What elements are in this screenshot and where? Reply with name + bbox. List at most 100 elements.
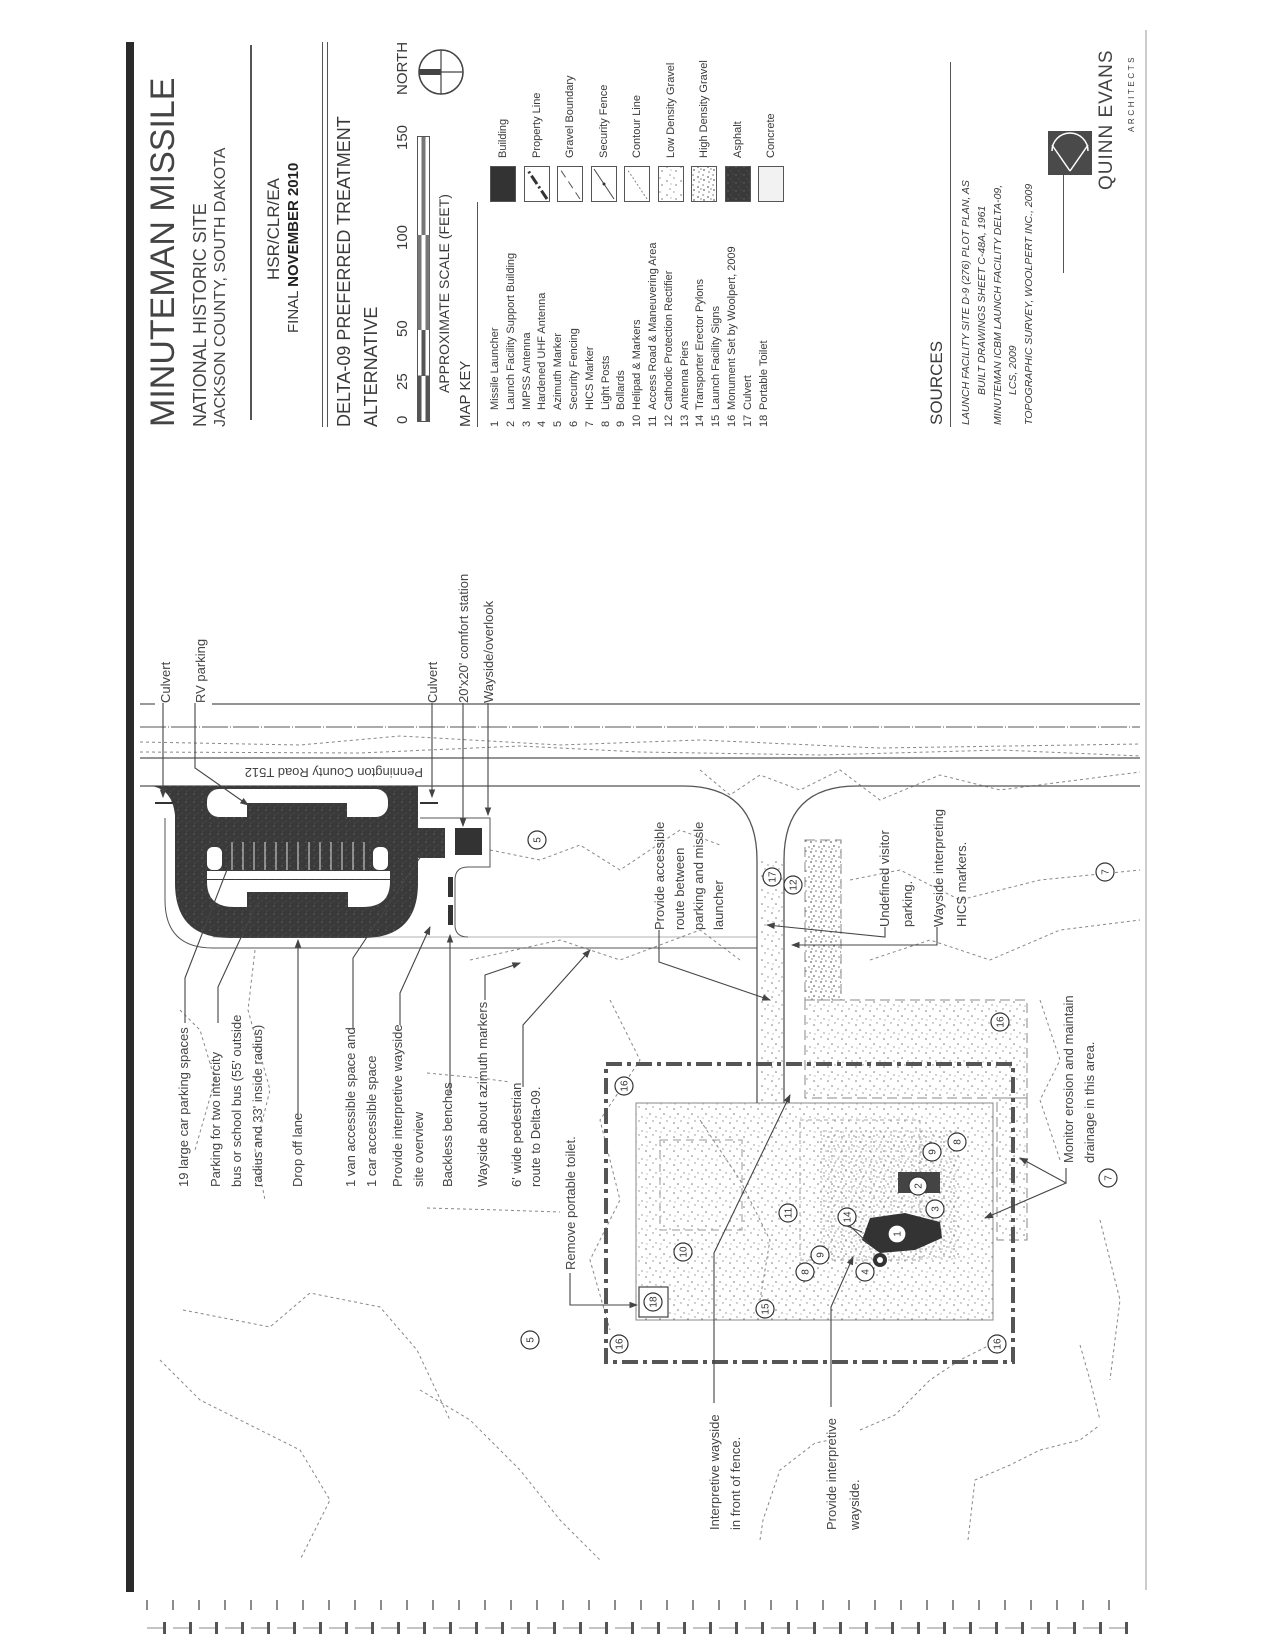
map-key-label: Culvert [741, 375, 754, 410]
marker-circle [1095, 862, 1115, 882]
marker-label: 1 [893, 1231, 904, 1237]
map-key-number: 13 [678, 414, 691, 427]
legend-label: Property Line [530, 92, 543, 158]
map-marker-7: 7 [1098, 1168, 1118, 1188]
map-marker-8: 8 [947, 1132, 967, 1152]
annotation-line: Parking for two intercity [208, 1051, 223, 1187]
marker-label: 9 [928, 1149, 939, 1155]
annotation-line: Interpretive wayside [707, 1414, 722, 1530]
annotation-line: Wayside interpreting [931, 808, 946, 927]
map-marker-9: 9 [810, 1245, 830, 1265]
map-key-item: 13Antenna Piers [678, 242, 694, 427]
north-label: NORTH [394, 41, 411, 95]
annotation-line: radius and 33' inside radius) [250, 1024, 265, 1187]
binder-tick [683, 1622, 686, 1634]
map-marker-8: 8 [795, 1262, 815, 1282]
annotation-line: HICS markers. [954, 841, 969, 927]
legend-item-building: Building [490, 58, 516, 202]
annotation-line: wayside. [847, 1479, 862, 1530]
sources-list: LAUNCH FACILITY SITE D-9 (276) PLOT PLAN… [959, 180, 1038, 425]
binder-tick [163, 1622, 166, 1634]
document-date: FINAL NOVEMBER 2010 [285, 163, 302, 333]
map-key-label: Bollards [615, 370, 628, 410]
scale-label: APPROXIMATE SCALE (FEET) [436, 194, 452, 393]
annotation-visitor-parking: Undefined visitor parking. [873, 830, 919, 927]
firm-logo-icon [1048, 131, 1092, 175]
binder-tick [475, 1622, 478, 1634]
annotation-accessible-spaces: 1 van accessible space and 1 car accessi… [340, 1027, 382, 1187]
marker-circle [925, 1199, 945, 1219]
marker-circle [778, 1203, 798, 1223]
annotation-line: 6' wide pedestrian [509, 1082, 524, 1187]
map-marker-10: 10 [673, 1242, 693, 1262]
map-key-item: 6Security Fencing [567, 242, 583, 427]
annotation-accessible-route: Provide accessible route between parking… [650, 822, 728, 930]
contour-lines [139, 735, 1141, 1561]
annotation-large-car-parking: 19 large car parking spaces [176, 1027, 191, 1187]
binder-tick [397, 1622, 400, 1634]
marker-circle [614, 1076, 634, 1096]
binder-tick [449, 1622, 452, 1634]
divider [477, 202, 478, 427]
map-key-item: 15Launch Facility Signs [709, 242, 725, 427]
marker-label: 18 [649, 1296, 660, 1308]
binder-tick [735, 1622, 738, 1634]
binder-tick [501, 1622, 504, 1634]
legend-label: Low Density Gravel [664, 62, 677, 158]
binder-tick [189, 1622, 192, 1634]
annotation-bus-parking: Parking for two intercity bus or school … [205, 1015, 268, 1187]
annotation-azimuth-wayside: Wayside about azimuth markers [475, 1001, 490, 1187]
map-key-label: IMPSS Antenna [520, 332, 533, 410]
map-key-number: 3 [520, 420, 533, 427]
map-key-number: 17 [741, 414, 754, 427]
site-subtitle: NATIONAL HISTORIC SITE [190, 203, 210, 427]
map-marker-16: 16 [990, 1012, 1010, 1032]
divider [1063, 175, 1064, 273]
map-marker-16: 16 [609, 1334, 629, 1354]
leader-lines [159, 703, 1067, 1407]
map-key-number: 5 [552, 420, 565, 427]
building-swatch-icon [490, 166, 516, 202]
map-key-item: 3 IMPSS Antenna [520, 242, 536, 427]
map-key-item: 9Bollards [614, 242, 630, 427]
north-arrow-icon [418, 49, 464, 95]
comfort-station [455, 828, 482, 855]
map-key-item: 14Transporter Erector Pylons [693, 242, 709, 427]
binder-tick [215, 1622, 218, 1634]
binder-tick [943, 1622, 946, 1634]
map-key-number: 8 [599, 420, 612, 427]
binder-tick [995, 1622, 998, 1634]
annotation-remove-toilet: Remove portable toilet. [563, 1136, 578, 1270]
frame-left-bar [126, 42, 134, 1592]
map-key-label: Helipad & Markers [631, 319, 644, 410]
map-key-item: 7HICS Marker [583, 242, 599, 427]
marker-circle [837, 1207, 857, 1227]
marker-circle [783, 875, 803, 895]
map-key-item: 8Light Posts [599, 242, 615, 427]
binder-tick [423, 1622, 426, 1634]
scale-tick: 100 [394, 224, 411, 250]
map-key-number: 11 [646, 415, 659, 427]
marker-label: 16 [615, 1338, 626, 1350]
marker-label: 15 [761, 1303, 772, 1315]
map-key-label: Monument Set by Woolpert, 2009 [725, 246, 738, 410]
map-marker-9: 9 [922, 1142, 942, 1162]
legend-label: Building [497, 118, 509, 158]
scale-tick: 150 [394, 124, 411, 150]
firm-subtitle: ARCHITECTS [1127, 54, 1136, 132]
marker-circle [990, 1012, 1010, 1032]
annotation-line: launcher [710, 880, 726, 930]
marker-circle [520, 1330, 540, 1350]
map-key-item: 12Cathodic Protection Rectifier [662, 242, 678, 427]
binder-marks [146, 1600, 1128, 1634]
road-label: Pennington County Road T512 [244, 765, 423, 780]
source-line: MINUTEMAN ICBM LAUNCH FACILITY DELTA-09, [991, 184, 1004, 425]
plan-title: DELTA-09 PREFERRED TREATMENT [334, 116, 354, 427]
binder-tick [319, 1622, 322, 1634]
map-key-number: 2 [504, 420, 517, 427]
marker-circle [887, 1224, 907, 1244]
binder-tick [657, 1622, 660, 1634]
map-key-item: 1Missile Launcher [488, 242, 504, 427]
county-road [140, 703, 1140, 1103]
